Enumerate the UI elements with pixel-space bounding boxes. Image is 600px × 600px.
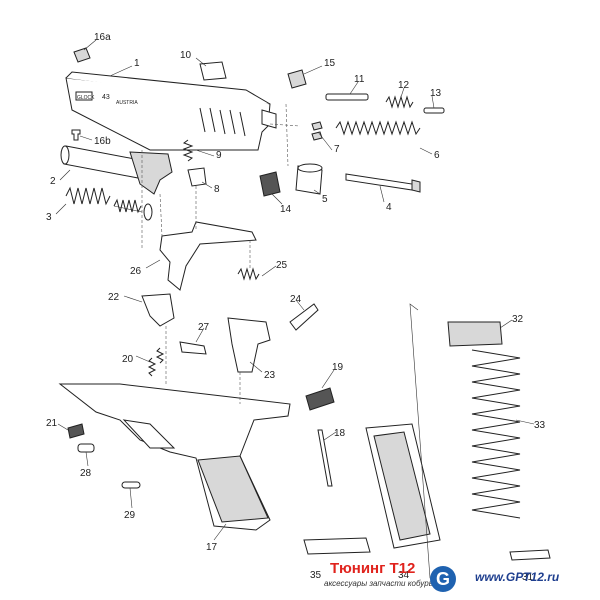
part-19	[305, 387, 335, 411]
spring-9	[182, 139, 194, 162]
slide-model-mark: 43	[102, 94, 110, 101]
pin-29	[121, 481, 141, 489]
label-22: 22	[108, 292, 120, 303]
part-labels: 16a 1 10 15 11 12 13 16b 9 7 6 2 8 5 4 3…	[46, 32, 546, 583]
firing-pin-spring-12	[385, 95, 414, 109]
label-27: 27	[198, 322, 210, 333]
label-4: 4	[386, 202, 392, 213]
part-5	[295, 163, 323, 195]
label-31: 31	[522, 572, 534, 583]
label-16b: 16b	[94, 136, 111, 147]
slide: GLOCK 43 AUSTRIA	[65, 71, 277, 151]
label-25: 25	[276, 260, 288, 271]
label-20: 20	[122, 354, 134, 365]
locking-block	[129, 151, 173, 195]
label-24: 24	[290, 294, 302, 305]
label-9: 9	[216, 150, 222, 161]
brand-logo-icon: G	[430, 566, 456, 592]
label-12: 12	[398, 80, 410, 91]
frame	[58, 383, 291, 531]
label-35: 35	[310, 570, 322, 581]
part-21	[67, 423, 85, 439]
pin-28	[77, 443, 95, 453]
label-29: 29	[124, 510, 136, 521]
part-31	[509, 549, 551, 561]
label-1: 1	[134, 58, 140, 69]
label-23: 23	[264, 370, 276, 381]
label-34: 34	[398, 570, 410, 581]
trigger-bar-26	[159, 221, 257, 291]
label-5: 5	[322, 194, 328, 205]
magazine-spring-33	[471, 349, 521, 519]
label-3: 3	[46, 212, 52, 223]
part-24	[289, 303, 319, 331]
spring-20	[147, 347, 165, 377]
brand-tagline: аксессуары запчасти кобуры	[324, 579, 435, 588]
brand-name: Тюнинг Т12	[330, 560, 416, 577]
label-7: 7	[334, 144, 340, 155]
footer-branding: Тюнинг Т12 аксессуары запчасти кобуры G …	[300, 558, 600, 598]
part-4	[345, 173, 421, 193]
label-2: 2	[50, 176, 56, 187]
label-15: 15	[324, 58, 336, 69]
label-8: 8	[214, 184, 220, 195]
assembly-lines	[141, 103, 301, 404]
label-32: 32	[512, 314, 524, 325]
label-11: 11	[354, 74, 365, 85]
part-15	[287, 69, 307, 89]
slide-origin-mark: AUSTRIA	[116, 100, 138, 106]
label-26: 26	[130, 266, 142, 277]
site-link[interactable]: www.GPT12.ru	[475, 570, 560, 584]
label-33: 33	[534, 420, 546, 431]
rear-sight	[73, 47, 91, 63]
slide-brand-mark: GLOCK	[77, 95, 95, 101]
label-10: 10	[180, 50, 192, 61]
label-17: 17	[206, 542, 218, 553]
recoil-spring-assembly	[65, 186, 153, 221]
leader-lines	[55, 39, 535, 541]
firing-pin	[325, 93, 369, 101]
spring-25	[237, 267, 260, 281]
magazine-follower-32	[447, 321, 503, 347]
label-13: 13	[430, 88, 442, 99]
magazine-floorplate-35	[303, 537, 371, 555]
pin-18	[317, 429, 333, 487]
label-16a: 16a	[94, 32, 111, 43]
part-13	[423, 107, 445, 114]
trigger-housing-23	[227, 317, 271, 373]
part-8	[187, 167, 207, 187]
part-14	[259, 171, 281, 197]
part-7	[311, 121, 323, 141]
label-18: 18	[334, 428, 346, 439]
slide-lock-22	[141, 293, 175, 327]
label-19: 19	[332, 362, 344, 373]
barrel	[60, 145, 141, 179]
label-6: 6	[434, 150, 440, 161]
spring-6	[335, 120, 421, 136]
magazine-tube	[365, 423, 441, 549]
part-27	[179, 341, 207, 355]
label-21: 21	[46, 418, 58, 429]
slide-cover	[199, 61, 227, 81]
label-28: 28	[80, 468, 92, 479]
screw-16b	[71, 129, 81, 141]
label-14: 14	[280, 204, 292, 215]
